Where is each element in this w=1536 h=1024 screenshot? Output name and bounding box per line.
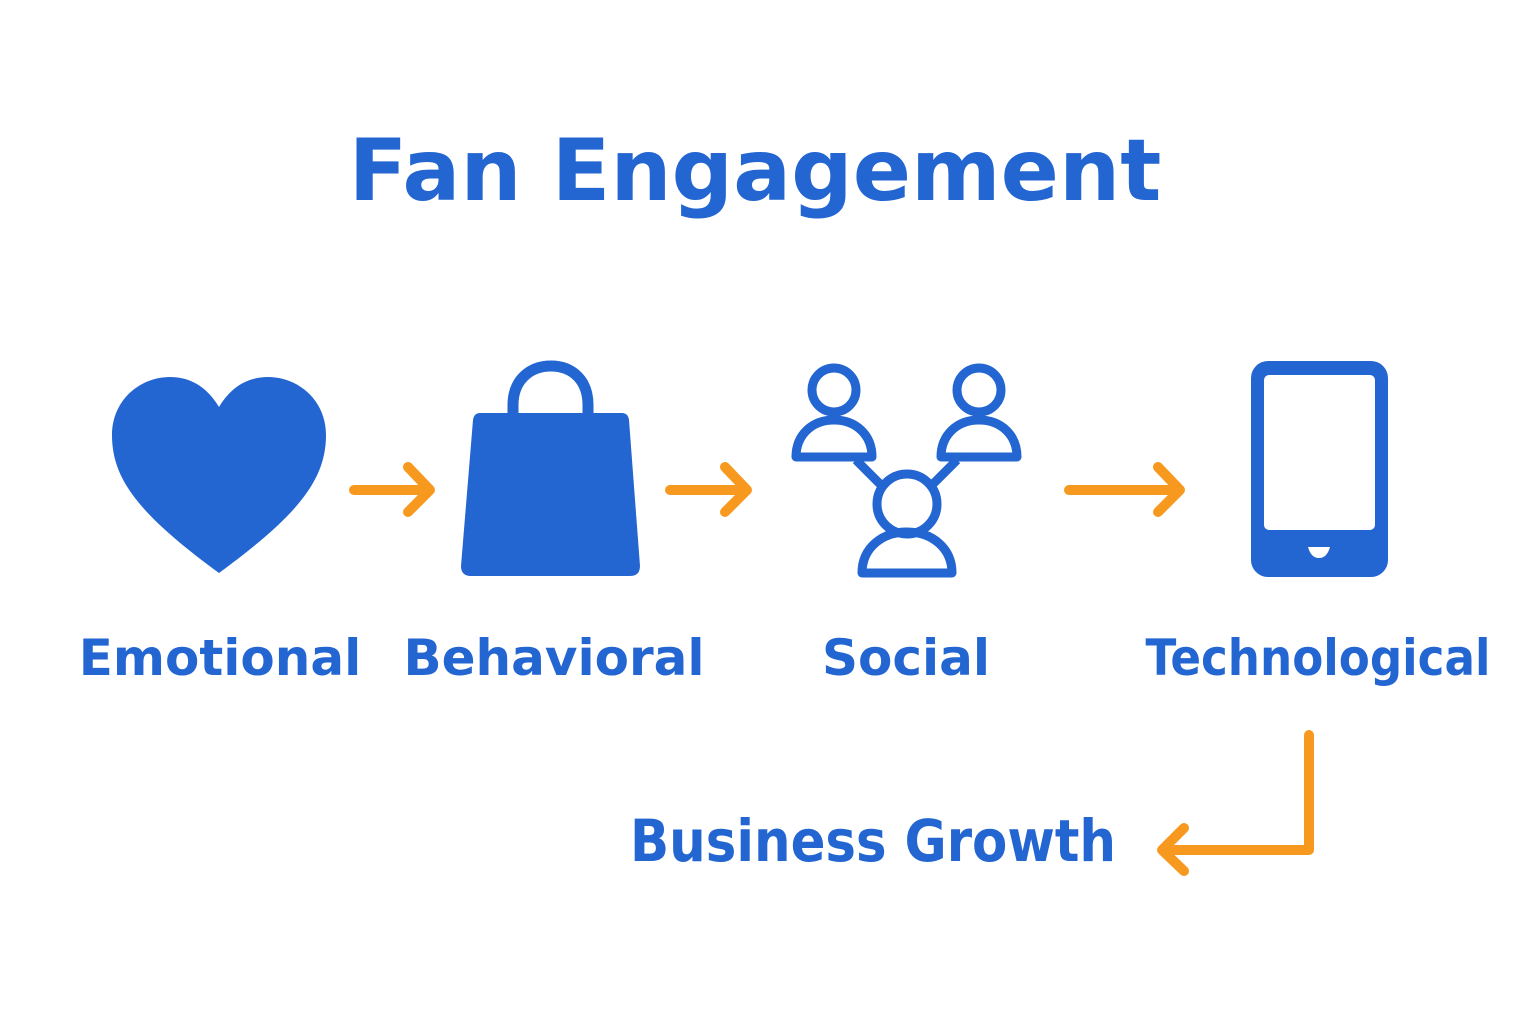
- return-arrow-icon: [1157, 730, 1314, 876]
- smartphone-icon: [1251, 361, 1388, 577]
- stage-label-technological: Technological: [1146, 629, 1491, 687]
- shopping-bag-icon: [461, 360, 640, 576]
- diagram-title: Fan Engagement: [349, 121, 1162, 221]
- arrow-right-icon: [1064, 462, 1185, 517]
- stage-label-behavioral: Behavioral: [404, 629, 705, 687]
- arrow-right-icon: [349, 462, 435, 517]
- outcome-label: Business Growth: [630, 807, 1116, 875]
- stage-label-emotional: Emotional: [79, 629, 361, 687]
- arrow-right-icon: [665, 462, 752, 517]
- social-network-icon: [791, 363, 1022, 578]
- heart-icon: [112, 377, 326, 573]
- stage-label-social: Social: [822, 629, 990, 687]
